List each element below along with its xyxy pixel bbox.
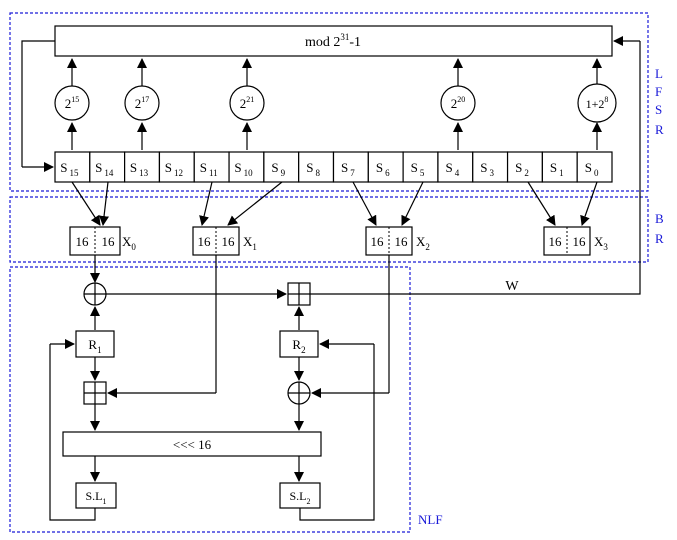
lfsr-cell-s11: [193, 151, 230, 183]
rotate-box: [62, 431, 322, 457]
arrow-s7-x2: [352, 181, 377, 226]
svg-text:16: 16: [76, 234, 90, 249]
mod-add-left-icon: [83, 381, 107, 405]
svg-text:16: 16: [573, 234, 587, 249]
lfsr-cell-s4: [437, 151, 474, 183]
br-label-b: B: [655, 211, 664, 226]
lfsr-cell-s10: [228, 151, 265, 183]
svg-text:16: 16: [198, 234, 212, 249]
lfsr-cell-s2: [506, 151, 543, 183]
svg-text:16: 16: [549, 234, 563, 249]
svg-text:215: 215: [65, 95, 80, 111]
arrow-s11-x1: [199, 181, 213, 226]
lfsr-cell-s5: [402, 151, 439, 183]
lfsr-cell-s0: [576, 151, 613, 183]
lfsr-cell-s9: [263, 151, 300, 183]
r2-register: R2: [279, 330, 319, 358]
svg-text:X3: X3: [594, 234, 608, 252]
mult-1-plus-2-8: 1+28: [577, 58, 617, 150]
lfsr-label-f: F: [655, 84, 662, 99]
br-section: [9, 196, 649, 263]
lfsr-section: [9, 12, 649, 192]
mult-2-15: 215: [54, 58, 90, 150]
svg-text:16: 16: [102, 234, 116, 249]
mult-2-21: 221: [229, 58, 265, 150]
x2-box: 16 16 X2: [365, 226, 430, 256]
mod-box: [54, 25, 613, 57]
svg-text:X0: X0: [122, 234, 136, 252]
arrow-s9-x1: [227, 181, 283, 226]
r1-register: R1: [75, 330, 115, 358]
mult-2-17: 217: [124, 58, 160, 150]
lfsr-cell-s14: [89, 151, 126, 183]
xor-top-icon: [83, 282, 107, 306]
arrow-s2-x3: [527, 181, 556, 226]
br-label-r: R: [655, 231, 664, 246]
w-label: W: [505, 279, 519, 294]
lfsr-cell-s3: [472, 151, 509, 183]
svg-text:X2: X2: [416, 234, 430, 252]
arrow-s0-x3: [580, 181, 598, 226]
x1-box: 16 16 X1: [192, 226, 257, 256]
mod-add-top-icon: [287, 282, 311, 306]
xor-right-icon: [287, 381, 311, 405]
mod-label: mod 231-1: [305, 32, 361, 50]
svg-text:16: 16: [222, 234, 236, 249]
lfsr-label-l: L: [655, 66, 663, 81]
svg-text:221: 221: [240, 95, 255, 111]
sl1-box: S.L1: [75, 482, 117, 509]
rotate-label: <<< 16: [173, 437, 212, 452]
arrow-s15-x0: [71, 181, 101, 226]
svg-text:R1: R1: [88, 337, 101, 355]
svg-text:217: 217: [135, 95, 150, 111]
svg-text:R2: R2: [292, 337, 305, 355]
x3-box: 16 16 X3: [543, 226, 608, 256]
svg-text:X1: X1: [243, 234, 257, 252]
svg-text:220: 220: [451, 95, 466, 111]
mod-feedback-line: [21, 40, 55, 167]
x0-box: 16 16 X0: [69, 226, 136, 256]
svg-text:16: 16: [395, 234, 409, 249]
svg-text:16: 16: [371, 234, 385, 249]
arrow-s14-x0: [99, 181, 110, 226]
arrow-s5-x2: [401, 181, 424, 226]
svg-text:1+28: 1+28: [586, 95, 609, 111]
mult-2-20: 220: [440, 58, 476, 150]
nlf-section: [9, 266, 411, 533]
svg-text:S.L1: S.L1: [85, 489, 106, 506]
lfsr-cell-s12: [158, 151, 195, 183]
nlf-label: NLF: [418, 512, 443, 527]
lfsr-label-s: S: [655, 102, 662, 117]
sl2-box: S.L2: [279, 482, 321, 509]
svg-text:S.L2: S.L2: [289, 489, 310, 506]
sl1-feedback-line: [49, 344, 96, 521]
lfsr-cell-s7: [332, 151, 369, 183]
lfsr-label-r: R: [655, 122, 664, 137]
w-feedback-line: [310, 41, 641, 295]
sl2-feedback-line: [299, 344, 375, 521]
lfsr-cell-s6: [367, 151, 404, 183]
